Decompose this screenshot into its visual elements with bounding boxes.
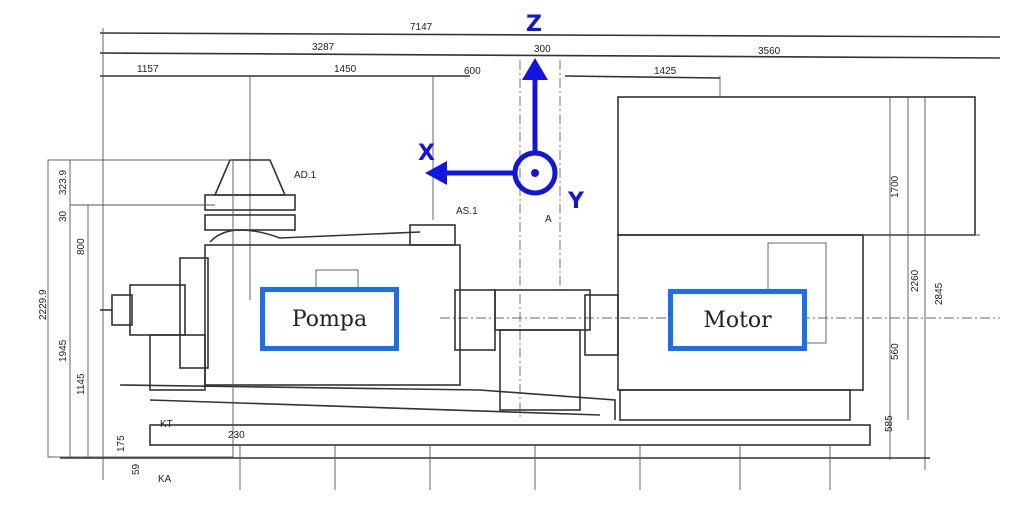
dim-3287: 3287 (312, 42, 335, 53)
dim-800: 800 (76, 238, 87, 255)
callout-ad1: AD.1 (294, 170, 317, 181)
callout-as1: AS.1 (456, 206, 478, 217)
dim-1425: 1425 (654, 66, 677, 77)
callout-a: A (545, 214, 552, 225)
callout-kt: KT (160, 419, 173, 430)
top-dimension-lines (99, 28, 1001, 480)
y-axis-out-of-page-icon (512, 150, 558, 196)
dim-1157: 1157 (137, 64, 159, 75)
dim-7147: 7147 (410, 22, 433, 33)
dim-30: 30 (58, 210, 69, 222)
dim-1700: 1700 (890, 175, 901, 198)
pump-outline (100, 159, 619, 411)
axis-label-z: Z (526, 12, 542, 37)
dim-585: 585 (884, 415, 895, 432)
callout-ka: KA (158, 474, 172, 485)
dim-175: 175 (116, 435, 127, 452)
dim-323-9: 323.9 (58, 170, 69, 195)
left-dimension-lines (47, 159, 234, 458)
motor-label: Motor (668, 289, 807, 351)
dim-1145: 1145 (76, 373, 87, 395)
axis-label-y: Y (567, 189, 585, 214)
dim-59: 59 (131, 463, 142, 475)
x-arrow-icon (425, 161, 447, 185)
dim-1945: 1945 (58, 339, 69, 362)
dim-300: 300 (534, 44, 551, 55)
dim-2260: 2260 (910, 269, 921, 292)
axis-label-x: X (418, 141, 435, 166)
dim-1450: 1450 (334, 64, 357, 75)
dim-600: 600 (464, 66, 481, 77)
z-arrow-icon (522, 58, 548, 80)
motor-label-text: Motor (703, 307, 772, 333)
pump-label: Pompa (260, 287, 399, 351)
dim-230: 230 (228, 430, 245, 441)
baseplate (60, 384, 930, 490)
dim-560: 560 (890, 343, 901, 360)
coordinate-axes (425, 58, 558, 196)
pump-label-text: Pompa (291, 306, 368, 332)
dim-2229-9: 2229.9 (38, 289, 49, 320)
dim-2845: 2845 (934, 282, 945, 305)
dim-3560: 3560 (758, 46, 781, 57)
